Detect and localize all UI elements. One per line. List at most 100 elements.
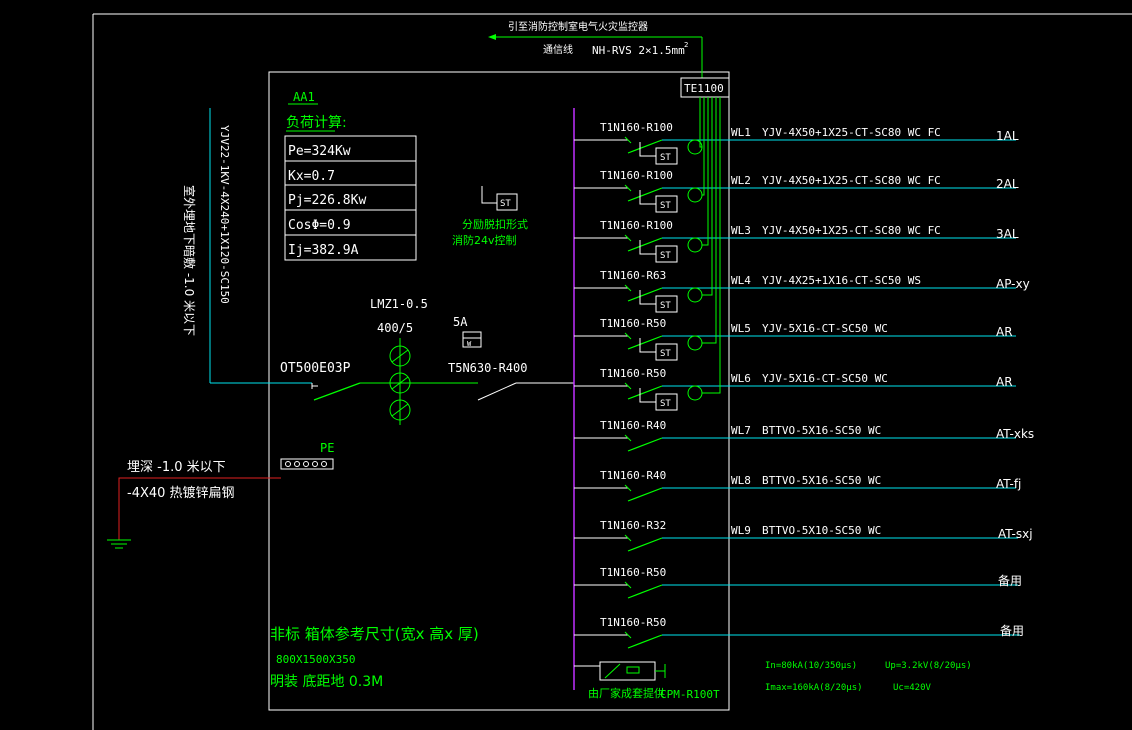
breaker-label: T1N160-R63 — [600, 269, 666, 282]
cable-spec: YJV-4X50+1X25-CT-SC80 WC FC — [762, 174, 941, 187]
load-row: Ij=382.9A — [288, 243, 359, 258]
spd-up: Up=3.2kV(8/20μs) — [885, 661, 972, 671]
pe-label: PE — [320, 441, 334, 455]
breaker-switch — [627, 437, 663, 452]
spd-imax: Imax=160kA(8/20μs) — [765, 683, 863, 693]
breaker-switch — [627, 187, 663, 202]
earthing: PE 埋深 -1.0 米以下 -4X40 热镀锌扁钢 — [107, 441, 334, 549]
main-breaker-label: T5N630-R400 — [448, 361, 527, 375]
circuit-number: WL3 — [731, 224, 751, 237]
cable-spec: BTTVO-5X16-SC50 WC — [762, 474, 881, 487]
panel-name: AA1 — [293, 90, 315, 104]
shunt-trip-box — [655, 245, 678, 263]
breaker-switch — [627, 634, 663, 649]
destination-label: AT-fj — [996, 477, 1021, 491]
circuit-number: WL6 — [731, 372, 751, 385]
monitor-box — [680, 77, 730, 98]
load-row: Pe=324Kw — [288, 144, 351, 159]
fuse-box — [462, 331, 482, 348]
st-legend: ST 分励脱扣形式 消防24v控制 — [452, 186, 528, 247]
breaker-label: T1N160-R40 — [600, 469, 666, 482]
circuit-number: WL7 — [731, 424, 751, 437]
load-table — [284, 135, 417, 261]
monitor-label: TE1100 — [684, 82, 724, 95]
shunt-trip-label: ST — [660, 201, 671, 211]
main-breaker-switch — [477, 382, 517, 401]
fire-link-label: 引至消防控制室电气火灾监控器 — [508, 20, 648, 33]
breaker-label: T1N160-R50 — [600, 616, 666, 629]
incoming-cable-note: 室外埋地下暗敷 -1.0 米以下 — [182, 185, 197, 336]
shunt-trip-label: ST — [660, 399, 671, 409]
circuit-number: WL1 — [731, 126, 751, 139]
cable-spec: YJV-5X16-CT-SC50 WC — [762, 372, 888, 385]
breaker-label: T1N160-R50 — [600, 367, 666, 380]
current-transformers — [389, 338, 411, 425]
cable-spec: YJV-4X50+1X25-CT-SC80 WC FC — [762, 224, 941, 237]
destination-label: 1AL — [996, 129, 1019, 143]
breaker-label: T1N160-R100 — [600, 169, 673, 182]
breaker-label: T1N160-R100 — [600, 121, 673, 134]
drawing-frame — [92, 13, 1132, 730]
st-note-1: 分励脱扣形式 — [462, 217, 528, 231]
fuse-label: 5A — [453, 315, 468, 329]
shunt-trip-box — [655, 147, 678, 165]
breaker-switch — [627, 335, 663, 350]
breaker-label: T1N160-R50 — [600, 317, 666, 330]
earthing-note-2: -4X40 热镀锌扁钢 — [127, 485, 235, 501]
spd-in: In=80kA(10/350μs) — [765, 661, 857, 671]
breaker-switch — [627, 139, 663, 154]
destination-label: AT-sxj — [998, 527, 1033, 541]
earthing-note-1: 埋深 -1.0 米以下 — [127, 460, 226, 475]
destination-label: AR — [996, 325, 1013, 339]
destination-label: 备用 — [998, 574, 1022, 588]
breaker-label: T1N160-R50 — [600, 566, 666, 579]
shunt-trip-label: ST — [660, 251, 671, 261]
circuit-number: WL9 — [731, 524, 751, 537]
spd: 由厂家成套提供 CPM-R100T In=80kA(10/350μs) Imax… — [574, 661, 972, 701]
circuit-number: WL8 — [731, 474, 751, 487]
destination-label: AP-xy — [996, 277, 1030, 291]
load-row: Pj=226.8Kw — [288, 193, 366, 208]
breaker-switch — [627, 584, 663, 599]
svg-text:W: W — [467, 340, 472, 348]
circuit-number: WL2 — [731, 174, 751, 187]
panel-outline — [268, 71, 730, 711]
load-row: CosΦ=0.9 — [288, 218, 351, 233]
breaker-label: T1N160-R100 — [600, 219, 673, 232]
spd-uc: Uc=420V — [893, 683, 932, 693]
shunt-trip-box — [655, 295, 678, 313]
circuit-row: T1N160-R100 WL1 YJV-4X50+1X25-CT-SC80 WC F… — [574, 97, 1019, 165]
circuit-row: T1N160-R63 WL4 YJV-4X25+1X16-CT-SC50 WS AP-… — [574, 97, 1030, 313]
breaker-switch — [627, 287, 663, 302]
destination-label: AR — [996, 375, 1013, 389]
breaker-label: T1N160-R40 — [600, 419, 666, 432]
cable-spec: YJV-4X25+1X16-CT-SC50 WS — [762, 274, 921, 287]
isolator-switch — [313, 382, 361, 401]
comm-label: 通信线 — [543, 43, 573, 56]
circuit-row: T1N160-R40 WL8 BTTVO-5X16-SC50 WC AT-fj — [574, 469, 1021, 502]
circuit-row: T1N160-R40 WL7 BTTVO-5X16-SC50 WC AT-xks — [574, 419, 1034, 452]
destination-label: 2AL — [996, 177, 1019, 191]
main-line — [311, 383, 318, 389]
shunt-trip-box — [655, 393, 678, 411]
comm-cable: NH-RVS 2×1.5mm — [592, 44, 685, 57]
circuit-number: WL5 — [731, 322, 751, 335]
cable-spec: YJV-4X50+1X25-CT-SC80 WC FC — [762, 126, 941, 139]
cable-spec: BTTVO-5X10-SC50 WC — [762, 524, 881, 537]
breaker-switch — [627, 537, 663, 552]
svg-text:ST: ST — [500, 199, 511, 209]
circuit-number: WL4 — [731, 274, 751, 287]
footer-line-1: 非标 箱体参考尺寸(宽x 高x 厚) — [270, 625, 479, 643]
destination-label: AT-xks — [996, 427, 1034, 441]
ct-ratio: 400/5 — [377, 321, 413, 335]
breaker-switch — [627, 237, 663, 252]
cable-spec: BTTVO-5X16-SC50 WC — [762, 424, 881, 437]
shunt-trip-box — [655, 343, 678, 361]
